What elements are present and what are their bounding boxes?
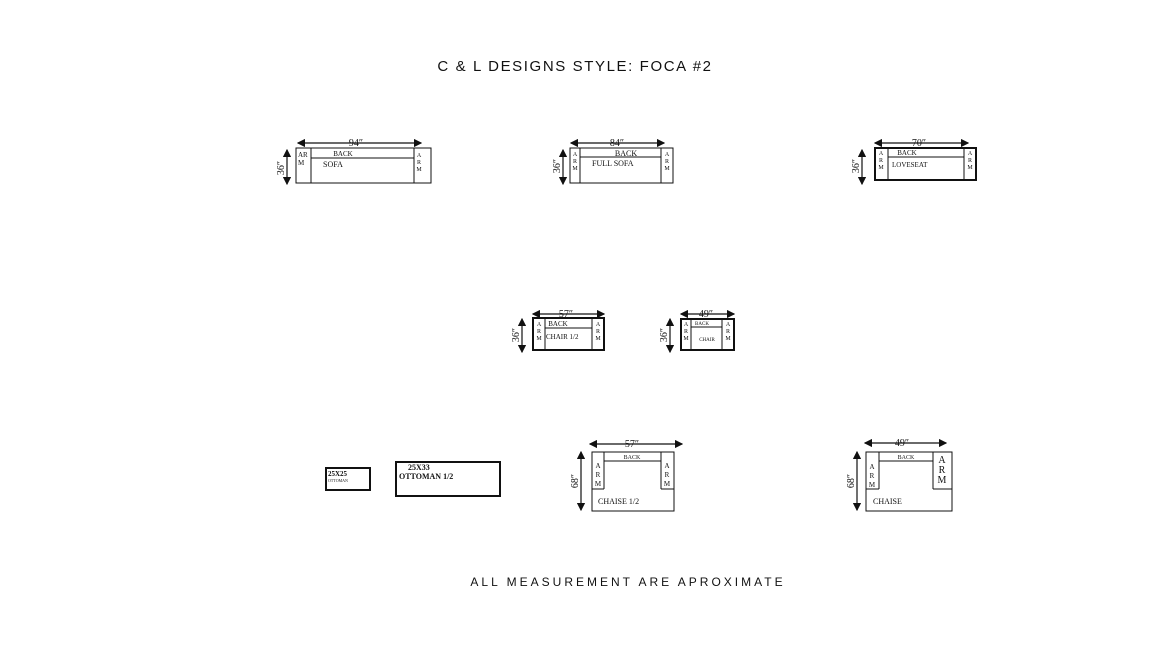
chair-half-name: CHAIR 1/2 — [546, 333, 579, 341]
chair-half-right-arm-a: A — [596, 322, 601, 328]
ottoman-half-outline — [395, 461, 501, 497]
chaise-back-label: BACK — [898, 455, 915, 461]
sofa-width-label: 94″ — [349, 138, 363, 149]
chaise-half-left-arm-r: R — [596, 471, 601, 479]
chaise-half-right-arm-r: R — [665, 471, 670, 479]
ottoman-diagram: 25X25 OTTOMAN — [325, 467, 371, 491]
chair-half-right-arm-r: R — [596, 329, 600, 335]
loveseat-back-label: BACK — [897, 149, 916, 157]
chair-half-left-arm-a: A — [537, 322, 542, 328]
chair-half-width-label: 57″ — [559, 309, 573, 320]
sofa-name: SOFA — [323, 160, 343, 169]
chaise-left-arm-a: A — [869, 463, 874, 471]
chaise-half-name: CHAISE 1/2 — [598, 497, 639, 506]
loveseat-left-arm-r: R — [879, 158, 883, 164]
chaise-depth-label: 68″ — [846, 474, 857, 488]
chaise-half-depth-label: 68″ — [570, 474, 581, 488]
chaise-half-left-arm-m: M — [595, 480, 602, 488]
chaise-half-back-label: BACK — [624, 455, 641, 461]
loveseat-diagram: 70″ 36″ A R M BACK A R M LOVESEAT — [851, 138, 977, 186]
sofa-right-arm-m: M — [416, 167, 422, 173]
full-sofa-left-arm-r: R — [573, 159, 577, 165]
chaise-left-arm-m: M — [869, 481, 876, 489]
ottoman-half-name: OTTOMAN 1/2 — [399, 472, 453, 481]
ottoman-half-diagram: 25X33 OTTOMAN 1/2 — [395, 461, 501, 497]
chair-right-arm-r: R — [726, 329, 730, 335]
chaise-right-arm-a: A — [938, 455, 946, 466]
chaise-right-arm-r: R — [939, 465, 946, 476]
sofa-depth-label: 36″ — [276, 161, 287, 175]
full-sofa-diagram: 84″ 36″ A R M BACK A R M FULL SOFA — [552, 138, 674, 186]
full-sofa-left-arm-a: A — [573, 152, 578, 158]
chaise-outline — [865, 451, 953, 512]
chair-half-right-arm-m: M — [595, 336, 601, 342]
loveseat-right-arm-r: R — [968, 158, 972, 164]
chaise-half-left-arm-a: A — [595, 462, 600, 470]
chair-outline — [680, 318, 735, 351]
chaise-half-diagram: 57″ 68″ A R M BACK A R M CHAISE 1/2 — [570, 439, 684, 512]
chair-left-arm-r: R — [684, 329, 688, 335]
ottoman-name: OTTOMAN — [328, 478, 348, 483]
chair-left-arm-m: M — [683, 336, 689, 342]
full-sofa-width-label: 84″ — [610, 138, 624, 149]
sofa-right-arm-r: R — [417, 160, 421, 166]
chaise-half-right-arm-m: M — [664, 480, 671, 488]
chair-width-label: 49″ — [699, 309, 713, 320]
loveseat-name: LOVESEAT — [892, 161, 928, 169]
chair-name: CHAIR — [699, 338, 715, 343]
loveseat-width-label: 70″ — [912, 138, 926, 149]
loveseat-depth-label: 36″ — [851, 159, 862, 173]
ottoman-size: 25X25 — [328, 470, 348, 478]
chair-half-left-arm-r: R — [537, 329, 541, 335]
chair-half-depth-label: 36″ — [511, 328, 522, 342]
chair-half-outline — [532, 317, 605, 351]
footer-note: ALL MEASUREMENT ARE APROXIMATE — [470, 575, 786, 589]
chair-half-diagram: 57″ 36″ A R M BACK A R M CHAIR 1/2 — [511, 309, 606, 354]
chaise-name: CHAISE — [873, 497, 902, 506]
loveseat-right-arm-m: M — [967, 165, 973, 171]
sofa-left-arm-label-2: M — [298, 159, 305, 167]
loveseat-left-arm-m: M — [878, 165, 884, 171]
loveseat-right-arm-a: A — [968, 151, 973, 157]
chair-right-arm-m: M — [725, 336, 731, 342]
chair-depth-label: 36″ — [659, 328, 670, 342]
ottoman-half-size: 25X33 — [408, 463, 430, 472]
chaise-right-arm-m: M — [938, 475, 947, 486]
page-title: C & L DESIGNS STYLE: FOCA #2 — [437, 58, 713, 75]
chair-half-left-arm-m: M — [536, 336, 542, 342]
chair-right-arm-a: A — [726, 322, 731, 328]
chaise-half-outline — [591, 451, 675, 512]
full-sofa-outline — [569, 147, 674, 184]
ottoman-outline — [325, 467, 371, 491]
chaise-left-arm-r: R — [870, 472, 875, 480]
full-sofa-right-arm-a: A — [665, 152, 670, 158]
full-sofa-right-arm-r: R — [665, 159, 669, 165]
full-sofa-left-arm-m: M — [572, 166, 578, 172]
full-sofa-depth-label: 36″ — [552, 159, 563, 173]
chaise-half-right-arm-a: A — [664, 462, 669, 470]
chair-back-label: BACK — [695, 322, 709, 327]
chair-half-back-label: BACK — [548, 320, 567, 328]
sofa-outline — [295, 147, 432, 184]
loveseat-left-arm-a: A — [879, 151, 884, 157]
loveseat-outline — [874, 147, 977, 181]
chaise-diagram: 49″ 68″ A R M BACK A R M CHAISE — [846, 438, 953, 512]
full-sofa-name: FULL SOFA — [592, 159, 634, 168]
sofa-right-arm-a: A — [417, 153, 422, 159]
chaise-half-width-label: 57″ — [625, 439, 639, 450]
chair-diagram: 49″ 36″ A R M BACK A R M CHAIR — [659, 309, 736, 354]
chair-left-arm-a: A — [684, 322, 689, 328]
full-sofa-right-arm-m: M — [664, 166, 670, 172]
full-sofa-back-label: BACK — [615, 149, 637, 158]
sofa-back-label: BACK — [333, 150, 352, 158]
sofa-left-arm-label-1: AR — [298, 151, 308, 159]
sofa-diagram: 94″ 36″ AR M BACK A R M SOFA — [276, 138, 432, 186]
chaise-width-label: 49″ — [895, 438, 909, 449]
